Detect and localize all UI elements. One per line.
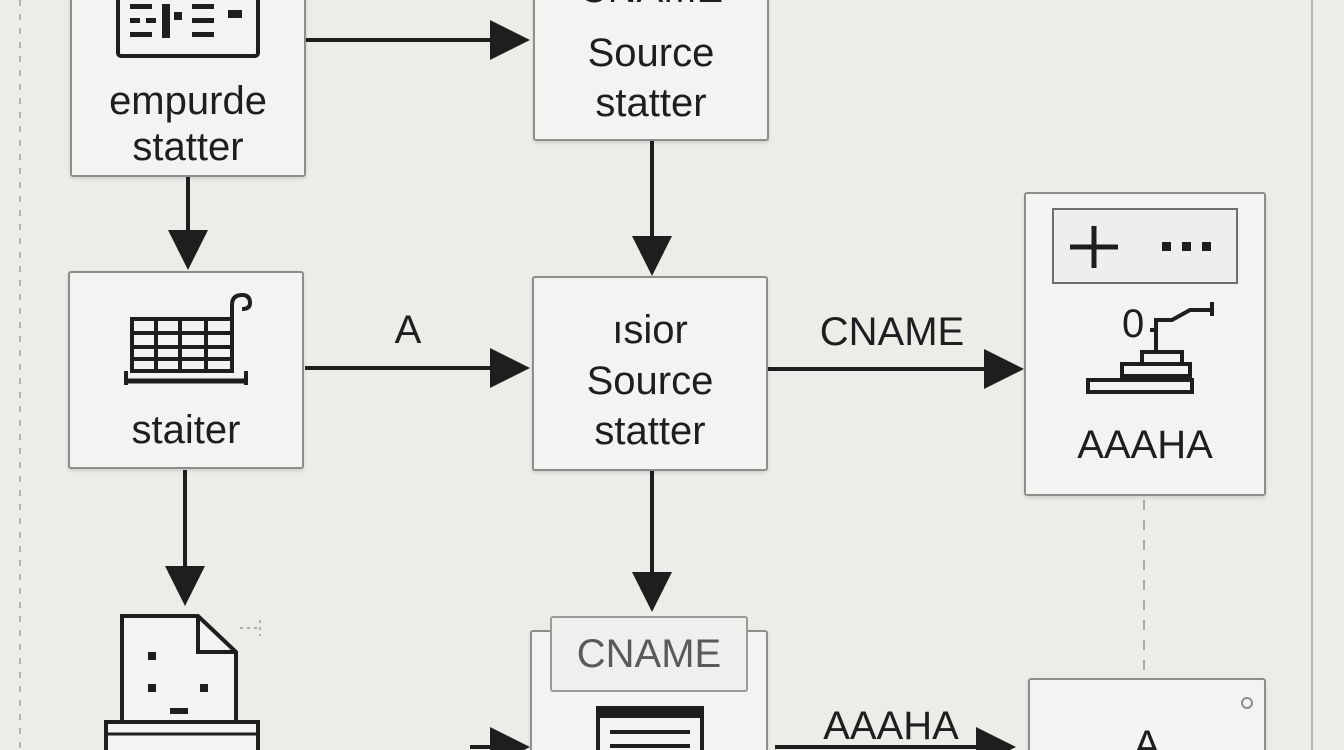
node-staiter-label: staiter [131, 408, 241, 452]
list-window-icon [596, 706, 704, 750]
node-sior-source-statter[interactable]: ısior Source statter [532, 276, 768, 471]
status-dot-icon [1241, 697, 1253, 709]
node-sior-label-line3: statter [594, 409, 706, 453]
aaaha-toolbar [1052, 208, 1238, 284]
node-empurde-statter[interactable]: empurde statter [70, 0, 306, 177]
more-dots-icon[interactable] [1154, 234, 1224, 258]
node-aaaha[interactable]: 0 AAAHA [1024, 192, 1266, 496]
node-a-label: A [1133, 723, 1161, 750]
node-cname-source-label-line2: Source [587, 31, 715, 75]
terminal-icon [116, 0, 260, 58]
document-printer-icon[interactable] [100, 612, 270, 750]
node-empurde-label-line1: empurde [109, 79, 267, 123]
node-cname-box[interactable]: CNAME [530, 616, 768, 750]
edge-label-a: A [394, 308, 422, 352]
node-cname-source-statter[interactable]: CNAME Source statter [533, 0, 769, 141]
node-empurde-label-line2: statter [132, 125, 244, 169]
aaaha-control-value: 0 [1122, 302, 1145, 346]
edge-label-cname: CNAME [819, 310, 965, 354]
edge-label-aaaha: AAAHA [823, 704, 959, 748]
node-aaaha-label: AAAHA [1077, 423, 1213, 467]
node-a-box[interactable]: A [1028, 678, 1266, 750]
cart-grid-icon [124, 292, 253, 385]
node-cname-source-label-line1: CNAME [535, 0, 767, 14]
node-sior-label-line2: Source [586, 359, 714, 403]
plus-icon[interactable] [1066, 222, 1122, 272]
cname-tag: CNAME [550, 616, 748, 692]
node-staiter[interactable]: staiter [68, 271, 304, 469]
lever-stack-icon [1086, 302, 1214, 394]
node-sior-label-line1: ısior [612, 308, 688, 352]
node-cname-source-label-line3: statter [595, 81, 707, 125]
